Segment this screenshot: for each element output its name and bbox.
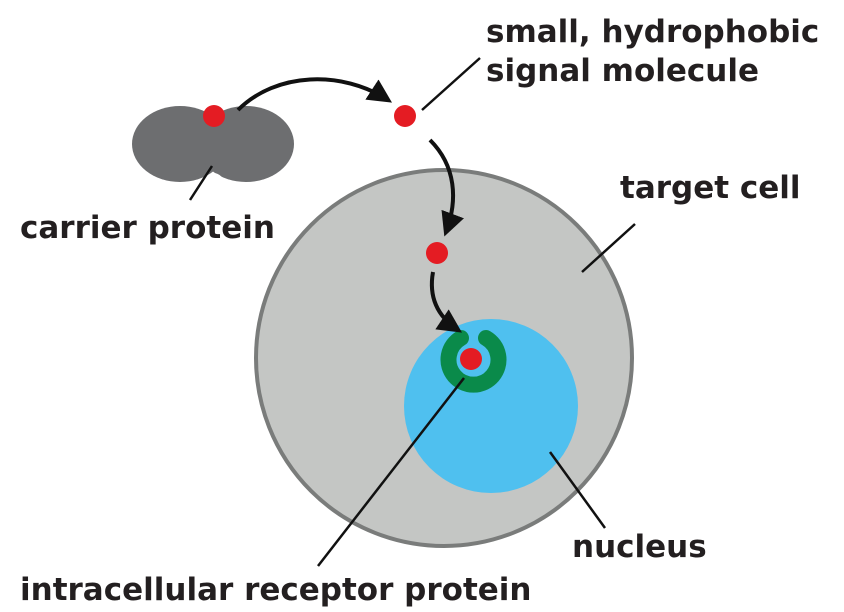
arrow-to-receptor: [429, 271, 462, 333]
leader-nucleus: [548, 451, 607, 529]
label-target-cell: target cell: [620, 170, 801, 206]
leader-signal-molecule: [421, 57, 481, 111]
label-receptor: intracellular receptor protein: [20, 572, 532, 608]
leader-carrier-protein: [188, 165, 214, 201]
label-nucleus: nucleus: [572, 529, 707, 565]
signal-molecule-bound: [460, 348, 482, 370]
arrow-enter-cell: [428, 138, 464, 237]
label-signal-molecule-line2: signal molecule: [486, 53, 759, 89]
intracellular-receptor-protein: [440, 330, 507, 393]
signal-molecule-in-cytoplasm: [426, 242, 448, 264]
leader-receptor: [317, 377, 465, 567]
signal-molecule-free: [394, 105, 416, 127]
label-signal-molecule-line1: small, hydrophobic: [486, 14, 819, 50]
leader-target-cell: [581, 223, 636, 273]
signal-molecule-on-carrier: [203, 105, 225, 127]
label-carrier-protein: carrier protein: [20, 210, 275, 246]
arrow-release: [236, 77, 393, 112]
